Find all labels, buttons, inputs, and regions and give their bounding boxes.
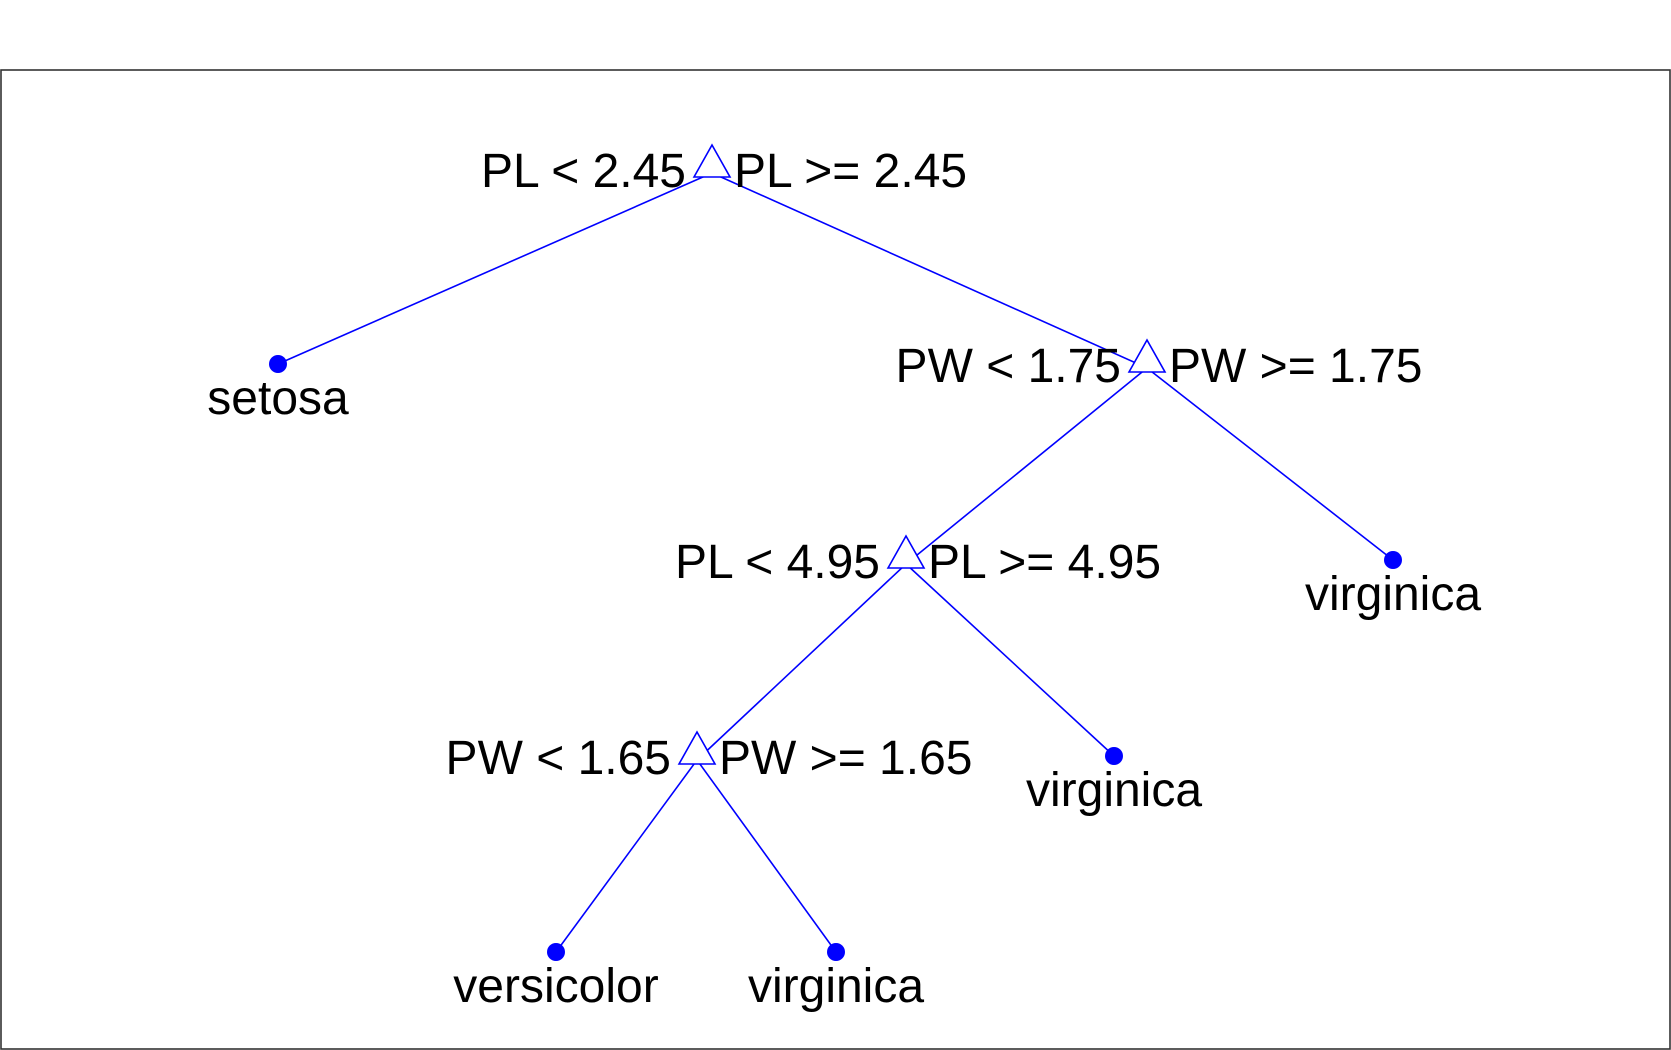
leaf-4-label: versicolor (453, 960, 658, 1013)
leaf-5-dot-icon (827, 943, 845, 961)
leaf-3-dot-icon (1105, 747, 1123, 765)
edge-n4-l5 (696, 759, 837, 953)
edge-n4-l4 (555, 759, 698, 953)
labels-layer: PL < 2.45 PL >= 2.45 PW < 1.75 PW >= 1.75PL… (207, 145, 1481, 1013)
leaf-1-label: setosa (207, 372, 349, 425)
leaf-2-dot-icon (1384, 551, 1402, 569)
edges-layer (277, 172, 1394, 953)
edge-n3-n4 (696, 563, 907, 761)
split-1-right-label: PL >= 2.45 (734, 145, 967, 198)
split-2-right-label: PW >= 1.75 (1169, 340, 1422, 393)
split-4-left-label: PW < 1.65 (446, 732, 671, 785)
split-3-triangle-icon (886, 534, 926, 569)
leaf-5-label: virginica (748, 960, 924, 1013)
markers-layer (269, 143, 1402, 961)
edge-n1-n2 (711, 172, 1148, 369)
split-2-triangle-icon (1127, 338, 1167, 373)
split-2-left-label: PW < 1.75 (896, 340, 1121, 393)
leaf-3-label: virginica (1026, 764, 1202, 817)
split-1-triangle-icon (692, 143, 732, 178)
edge-n3-l3 (905, 563, 1115, 757)
leaf-2-label: virginica (1305, 568, 1481, 621)
leaf-4-dot-icon (547, 943, 565, 961)
edge-n2-l2 (1146, 367, 1394, 561)
split-4-right-label: PW >= 1.65 (719, 732, 972, 785)
plot-frame (0, 69, 1671, 1050)
edge-n1-l1 (277, 172, 713, 365)
leaf-1-dot-icon (269, 355, 287, 373)
split-1-left-label: PL < 2.45 (481, 145, 686, 198)
edge-n2-n3 (905, 367, 1148, 565)
split-3-left-label: PL < 4.95 (675, 536, 880, 589)
split-3-right-label: PL >= 4.95 (928, 536, 1161, 589)
split-4-triangle-icon (677, 730, 717, 765)
